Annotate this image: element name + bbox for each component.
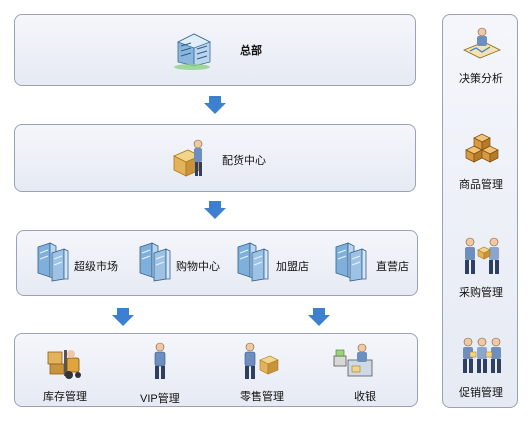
function-label-inventory: 库存管理 (43, 391, 87, 403)
delivery-person-icon (173, 139, 203, 177)
sidebar-label-goods: 商品管理 (459, 179, 503, 191)
function-label-cashier: 收银 (354, 391, 376, 403)
cashier-icon (333, 343, 373, 377)
decision-analysis-icon (463, 27, 501, 59)
retail-person-icon (244, 342, 279, 379)
arrow-down-icon (204, 201, 226, 219)
arrow-down-icon (308, 308, 330, 326)
vip-person-icon (154, 342, 166, 379)
direct-store-server-icon (335, 242, 367, 282)
arrow-down-icon (112, 308, 134, 326)
arrow-down-icon (204, 96, 226, 114)
forklift-icon (47, 350, 81, 379)
goods-boxes-icon (465, 133, 499, 163)
store-label-shopping-center: 购物中心 (176, 261, 220, 273)
function-label-vip: VIP管理 (140, 393, 180, 405)
hq-building-icon (174, 33, 211, 70)
store-label-franchise: 加盟店 (276, 261, 309, 273)
hq-box (14, 14, 416, 86)
distribution-label: 配货中心 (222, 155, 266, 167)
store-label-direct: 直营店 (376, 261, 409, 273)
hq-label: 总部 (240, 45, 262, 57)
sidebar-label-promotion: 促销管理 (459, 387, 503, 399)
store-label-supermarket: 超级市场 (74, 261, 118, 273)
promotion-people-icon (463, 337, 501, 373)
franchise-server-icon (237, 242, 269, 282)
shopping-center-server-icon (139, 242, 171, 282)
sidebar-label-purchasing: 采购管理 (459, 287, 503, 299)
supermarket-server-icon (37, 242, 69, 282)
purchasing-people-icon (465, 237, 499, 274)
sidebar-label-decision: 决策分析 (459, 73, 503, 85)
distribution-box (14, 124, 416, 192)
function-label-retail: 零售管理 (240, 391, 284, 403)
